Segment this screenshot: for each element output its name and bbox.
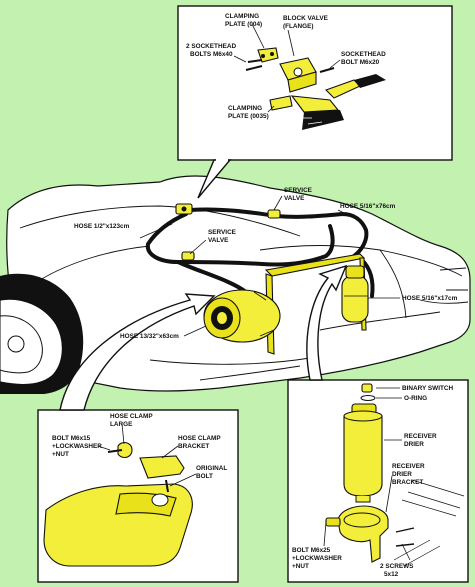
label-hose-1-2-x123: HOSE 1/2"x123cm (74, 223, 130, 230)
label-block-valve: BLOCK VALVE (FLANGE) (283, 15, 330, 30)
label-clamping-plate-004: CLAMPING PLATE (004) (225, 13, 262, 28)
label-clamping-plate-0035: CLAMPING PLATE (0035) (228, 105, 269, 120)
label-bolt-m6x25: BOLT M6x25 +LOCKWASHER +NUT (292, 547, 344, 570)
compressor-part (203, 289, 281, 343)
service-valve-top-part (267, 209, 281, 219)
label-sockethead-bolts-m6x40: 2 SOCKETHEAD BOLTS M6x40 (186, 43, 238, 58)
label-receiver-drier: RECEIVER DRIER (404, 433, 438, 448)
clamping-plate-004-part (257, 47, 279, 63)
label-binary-switch: BINARY SWITCH (402, 385, 454, 392)
inset-hose-clamp (37, 293, 239, 583)
hose-clamp-bracket-part (139, 455, 185, 479)
front-wheel (0, 273, 84, 394)
inset-receiver-drier (287, 264, 469, 583)
label-receiver-drier-bracket: RECEIVER DRIER BRACKET (392, 463, 426, 486)
label-o-ring: O-RING (404, 395, 427, 402)
hose-clamp-large-part (117, 441, 133, 459)
service-valve-mid-part (181, 251, 195, 261)
label-service-valve-mid: SERVICE VALVE (208, 229, 238, 244)
leader-lines (97, 23, 411, 561)
engine-bay-panel-part (43, 483, 193, 567)
inset-block-valve (177, 5, 453, 199)
label-hose-clamp-large: HOSE CLAMP LARGE (110, 413, 154, 428)
label-hose-13-32-x63: HOSE 13/32"x63cm (120, 333, 179, 340)
receiver-drier-mounted (341, 265, 369, 323)
label-original-bolt: ORIGINAL BOLT (196, 465, 229, 480)
label-hose-5-16-x76: HOSE 5/16"x76cm (340, 203, 396, 210)
parts-on-car (175, 203, 369, 355)
label-sockethead-bolt-m6x20: SOCKETHEAD BOLT M6x20 (341, 51, 388, 66)
block-valve-pipes (290, 74, 386, 130)
clamping-plate-0035-part (269, 95, 293, 111)
o-ring-part (360, 395, 376, 401)
label-two-screws: 2 SCREWS 5x12 (380, 563, 415, 578)
block-valve-flange-part (279, 57, 317, 93)
label-bolt-m6x15: BOLT M6x15 +LOCKWASHER +NUT (52, 435, 104, 458)
hatched-panel (393, 479, 465, 567)
label-service-valve-top: SERVICE VALVE (284, 187, 314, 202)
receiver-drier-bracket-part (325, 505, 389, 563)
label-hose-5-16-x17: HOSE 5/16"x17cm (402, 295, 458, 302)
receiver-drier-part (343, 403, 383, 503)
callout-labels: CLAMPING PLATE (004) BLOCK VALVE (FLANGE… (52, 13, 458, 578)
label-hose-clamp-bracket: HOSE CLAMP BRACKET (178, 435, 222, 450)
binary-switch-part (361, 383, 373, 393)
